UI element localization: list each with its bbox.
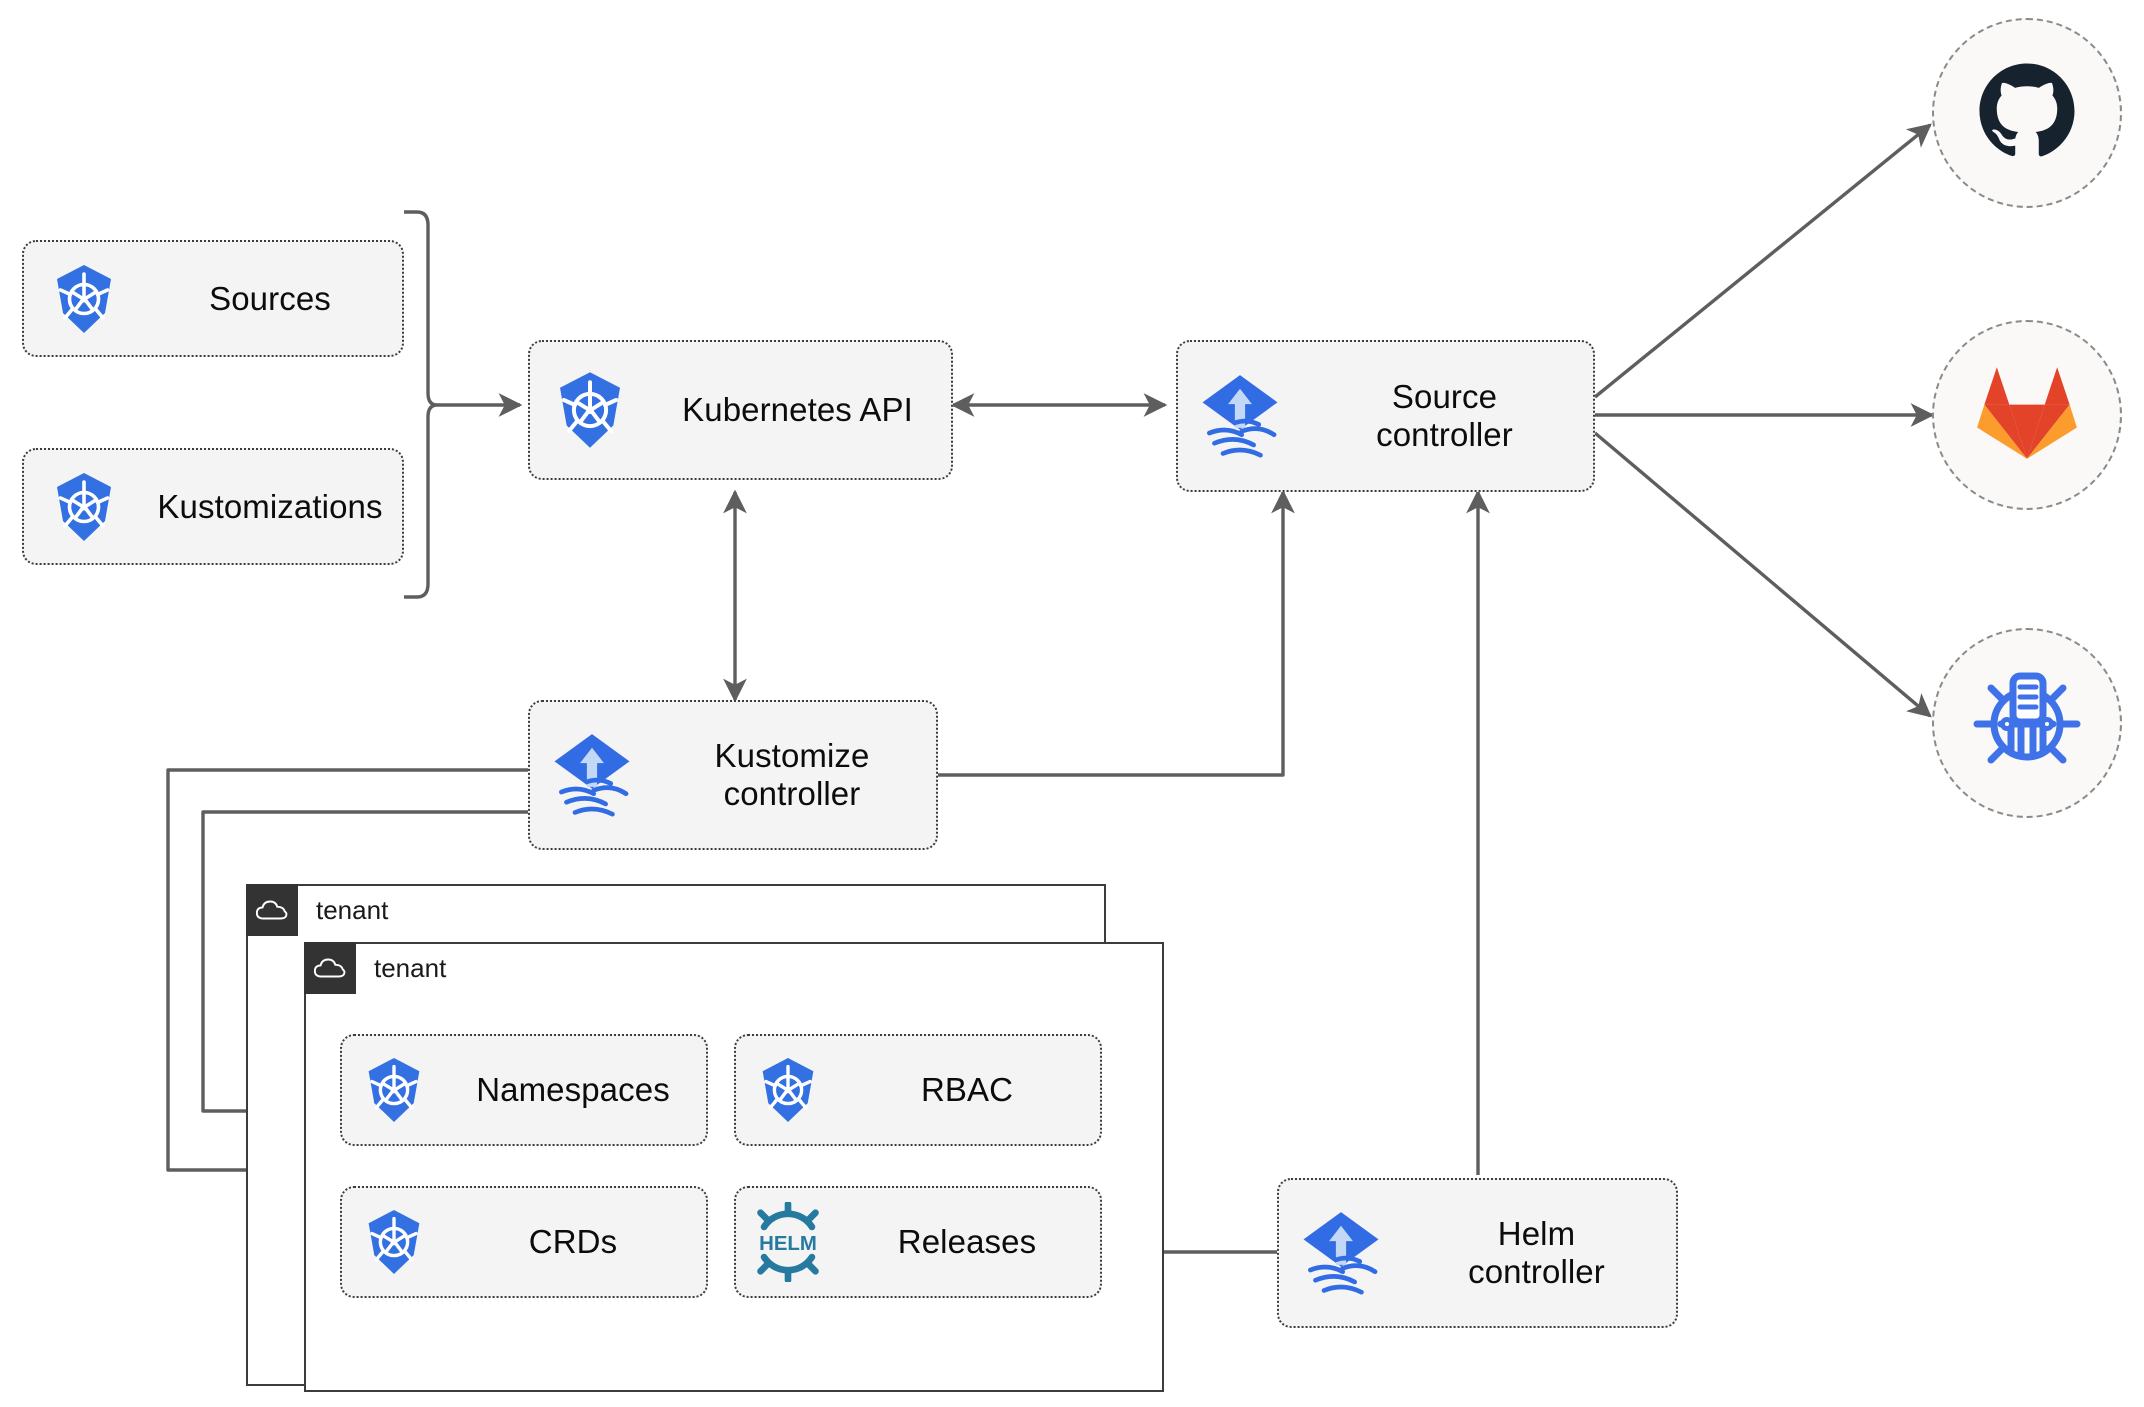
node-crds[interactable]: CRDs	[340, 1186, 708, 1298]
node-label: Kubernetes API	[682, 391, 913, 429]
node-kustomize-controller[interactable]: Kustomize controller	[528, 700, 938, 850]
kubernetes-icon	[342, 1056, 446, 1124]
tenant-outer-label: tenant	[316, 894, 389, 925]
gitlab-icon	[1975, 363, 2079, 468]
helm-wordmark: HELM	[759, 1233, 817, 1255]
cloud-icon	[304, 942, 356, 994]
node-kubernetes-api[interactable]: Kubernetes API	[528, 340, 953, 480]
node-label: Helm controller	[1468, 1215, 1605, 1290]
container-tenant-inner: tenant	[304, 942, 1164, 1392]
node-label: Sources	[209, 279, 331, 317]
node-namespaces[interactable]: Namespaces	[340, 1034, 708, 1146]
provider-gitlab[interactable]	[1932, 320, 2122, 510]
kubernetes-icon	[24, 471, 144, 543]
node-kustomizations[interactable]: Kustomizations	[22, 448, 404, 565]
provider-github[interactable]	[1932, 18, 2122, 208]
node-helm-controller[interactable]: Helm controller	[1277, 1178, 1678, 1328]
node-sources[interactable]: Sources	[22, 240, 404, 357]
node-label: Kustomizations	[157, 487, 383, 525]
edge-kustomize-controller-source-controller	[938, 489, 1295, 777]
kubernetes-icon	[24, 263, 144, 335]
provider-bucket[interactable]	[1932, 628, 2122, 818]
node-releases[interactable]: HELM Releases	[734, 1186, 1102, 1298]
node-rbac[interactable]: RBAC	[734, 1034, 1102, 1146]
tenant-inner-label: tenant	[374, 952, 447, 983]
tenant-inner-header: tenant	[304, 942, 446, 994]
node-label: Kustomize controller	[714, 737, 870, 812]
tenant-outer-header: tenant	[246, 884, 388, 936]
node-label: Source controller	[1376, 378, 1513, 453]
kubernetes-icon	[342, 1208, 446, 1276]
edge-source-controller-github	[1593, 123, 1932, 399]
node-source-controller[interactable]: Source controller	[1176, 340, 1595, 492]
kubernetes-icon	[530, 370, 650, 450]
helm-icon: HELM	[736, 1202, 840, 1282]
flux-icon	[530, 729, 654, 821]
edge-source-controller-bucket	[1593, 431, 1932, 718]
node-label: Releases	[897, 1223, 1037, 1261]
helm-chart-bucket-icon	[1971, 668, 2083, 779]
flux-icon	[1178, 370, 1302, 462]
kubernetes-icon	[736, 1056, 840, 1124]
node-label: RBAC	[920, 1071, 1014, 1109]
github-icon	[1973, 57, 2081, 170]
flux-icon	[1279, 1207, 1403, 1299]
edge-resources-bracket	[404, 210, 439, 599]
node-label: Namespaces	[476, 1071, 670, 1109]
cloud-icon	[246, 884, 298, 936]
node-label: CRDs	[528, 1223, 618, 1261]
